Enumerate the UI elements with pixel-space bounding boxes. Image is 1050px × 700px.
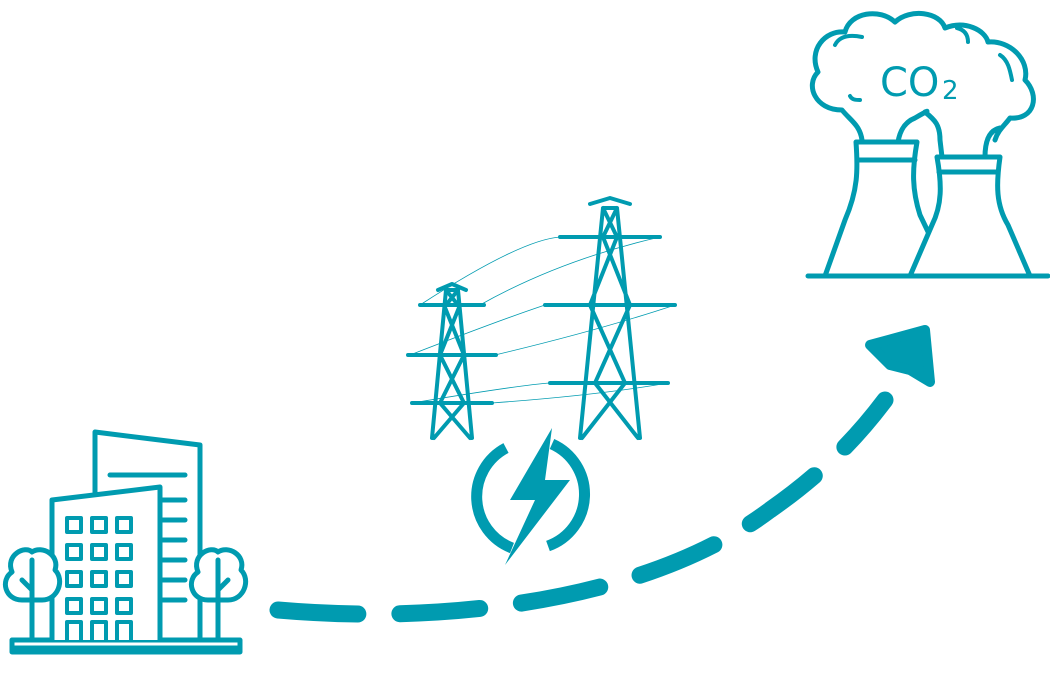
dashed-arrow	[269, 325, 935, 623]
lightning-bolt-icon	[471, 428, 590, 565]
co2-label: CO	[880, 60, 939, 106]
power-pylons-icon	[406, 196, 677, 440]
tree-icon	[188, 547, 248, 643]
co2-subscript: 2	[942, 76, 959, 106]
city-buildings-icon	[2, 429, 248, 655]
factory-emissions-icon: CO 2	[805, 10, 1050, 279]
tree-icon	[2, 547, 62, 643]
